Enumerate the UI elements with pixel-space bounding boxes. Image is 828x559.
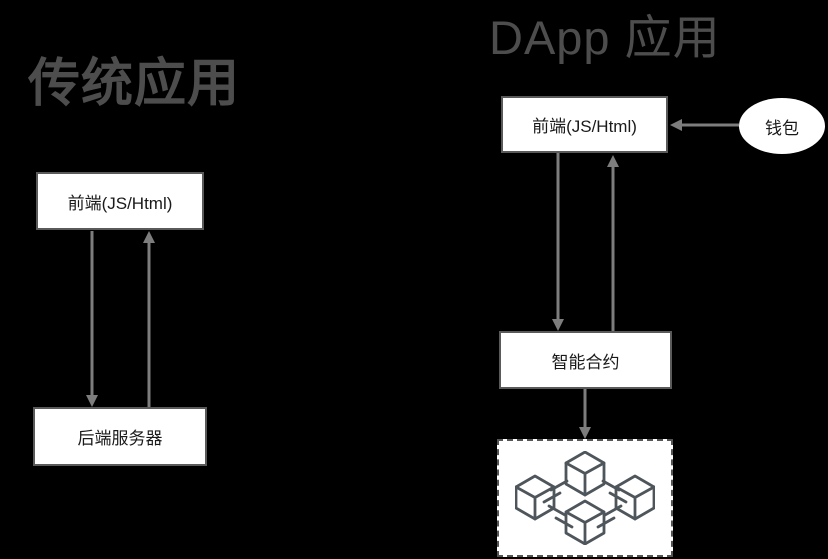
blockchain-cubes-icon (515, 451, 655, 545)
wallet-label: 钱包 (765, 118, 799, 138)
cube-top (564, 451, 606, 497)
dapp-title: DApp 应用 (489, 11, 721, 64)
wallet-ellipse: 钱包 (739, 98, 825, 154)
link-bottom-left-b (554, 516, 574, 529)
blockchain-network-box (497, 439, 673, 557)
cube-right (614, 474, 655, 521)
smart-contract-label: 智能合约 (551, 352, 620, 372)
traditional-backend-box: 后端服务器 (33, 407, 207, 466)
link-top-right-b (608, 491, 628, 504)
cube-left (515, 474, 556, 521)
dapp-frontend-label: 前端(JS/Html) (532, 117, 637, 136)
traditional-backend-label: 后端服务器 (77, 429, 163, 448)
link-bottom-left-a (547, 504, 567, 517)
dapp-frontend-box: 前端(JS/Html) (501, 96, 668, 153)
traditional-frontend-label: 前端(JS/Html) (67, 193, 173, 213)
cube-bottom (564, 499, 606, 545)
link-top-left-b (542, 491, 562, 504)
link-bottom-right-a (603, 504, 623, 517)
traditional-frontend-box: 前端(JS/Html) (36, 172, 204, 230)
link-top-left-a (549, 479, 569, 492)
link-top-right-a (601, 479, 621, 492)
smart-contract-box: 智能合约 (499, 331, 672, 389)
link-bottom-right-b (596, 516, 616, 529)
traditional-app-title: 传统应用 (28, 55, 241, 113)
